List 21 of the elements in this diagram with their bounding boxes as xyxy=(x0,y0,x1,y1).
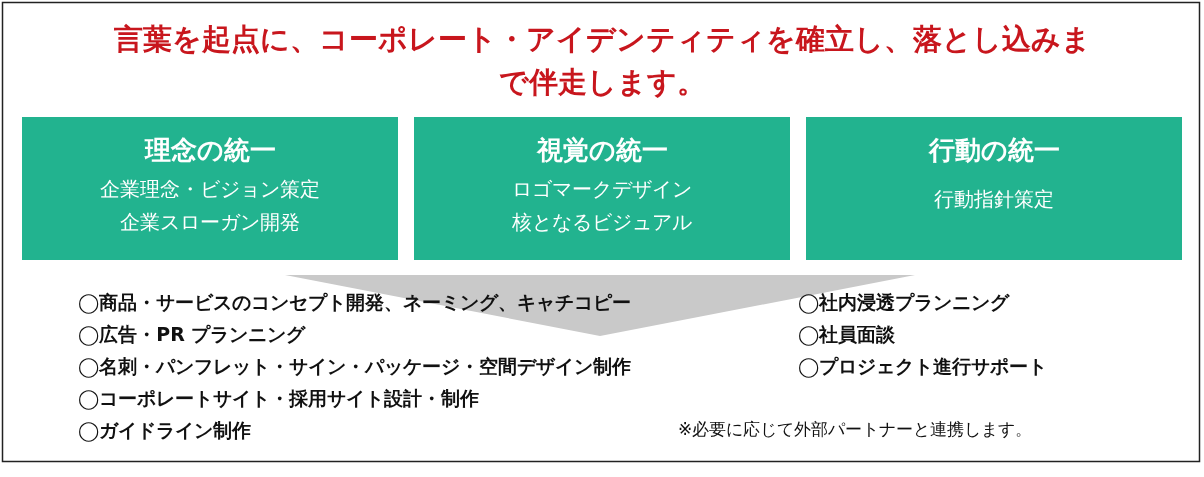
box-item: 企業理念・ビジョン策定 xyxy=(99,176,321,203)
box-item: 核となるビジュアル xyxy=(511,209,693,236)
category-box xyxy=(414,117,790,260)
box-heading: 行動の統一 xyxy=(927,134,1061,167)
list-item: ◯名刺・パンフレット・サイン・パッケージ・空間デザイン制作 xyxy=(78,354,632,380)
headline: 言葉を起点に、コーポレート・アイデンティティを確立し、落とし込みまで伴走します。 xyxy=(112,21,1092,101)
list-item: ◯商品・サービスのコンセプト開発、ネーミング、キャチコピー xyxy=(78,290,632,316)
box-item: ロゴマークデザイン xyxy=(511,176,693,203)
box-item: 行動指針策定 xyxy=(933,186,1055,213)
list-item: ◯社員面談 xyxy=(798,322,896,348)
list-item: ◯プロジェクト進行サポート xyxy=(798,354,1048,380)
category-box xyxy=(806,117,1182,260)
box-heading: 理念の統一 xyxy=(143,134,277,167)
list-item: ◯コーポレートサイト・採用サイト設計・制作 xyxy=(78,386,480,412)
box-item: 企業スローガン開発 xyxy=(119,209,301,236)
list-item: ◯ガイドライン制作 xyxy=(78,418,252,444)
list-item: ◯社内浸透プランニング xyxy=(798,290,1010,316)
box-heading: 視覚の統一 xyxy=(535,134,669,167)
category-box xyxy=(22,117,398,260)
note-text: ※必要に応じて外部パートナーと連携します。 xyxy=(678,418,1033,441)
list-item: ◯広告・PR プランニング xyxy=(78,322,306,348)
